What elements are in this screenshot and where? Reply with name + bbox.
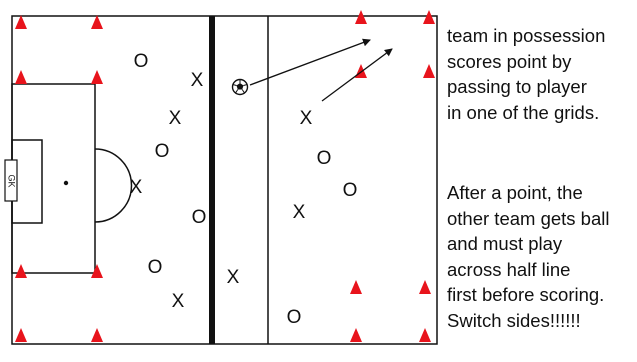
penalty-arc: [94, 148, 133, 223]
goal: [4, 159, 18, 202]
cone: [15, 264, 27, 278]
player-team-x: X: [130, 177, 143, 198]
instruction-line: passing to player: [447, 76, 587, 97]
instruction-line: After a point, the: [447, 182, 583, 203]
player-team-o: O: [192, 207, 207, 228]
instructions-scoring: team in possession scores point by passi…: [447, 23, 605, 125]
instruction-line: first before scoring.: [447, 284, 605, 305]
player-team-x: X: [172, 291, 185, 312]
cone: [350, 328, 362, 342]
player-team-x: X: [191, 70, 204, 91]
instruction-line: Switch sides!!!!!!: [447, 309, 581, 331]
cone: [91, 70, 103, 84]
player-team-x: X: [227, 267, 240, 288]
instruction-line: and must play: [447, 233, 563, 254]
cone: [355, 10, 367, 24]
pass-arrow: [249, 38, 371, 86]
penalty-area: [11, 83, 96, 274]
cone: [423, 10, 435, 24]
player-team-x: X: [300, 108, 313, 129]
cone: [91, 264, 103, 278]
cones: [15, 10, 435, 342]
cone: [419, 280, 431, 294]
pass-arrow: [321, 48, 393, 102]
instructions-restart: After a point, the other team gets ball …: [447, 180, 609, 333]
player-team-o: O: [287, 307, 302, 328]
player-team-x: X: [293, 202, 306, 223]
cone: [15, 15, 27, 29]
cone: [350, 280, 362, 294]
cone: [91, 328, 103, 342]
player-team-o: O: [317, 148, 332, 169]
field-outline: [11, 15, 438, 345]
player-team-x: X: [169, 108, 182, 129]
player-team-o: O: [134, 51, 149, 72]
cone: [423, 64, 435, 78]
instruction-line: across half line: [447, 258, 571, 280]
cone: [15, 70, 27, 84]
soccer-ball-icon: [231, 78, 249, 96]
player-team-o: O: [148, 257, 163, 278]
cone: [15, 328, 27, 342]
instruction-line: other team gets ball: [447, 207, 610, 229]
instruction-line: in one of the grids.: [447, 101, 600, 123]
cone: [91, 15, 103, 29]
instruction-line: team in possession: [447, 25, 606, 46]
player-team-o: O: [155, 141, 170, 162]
goalkeeper-label: GK: [7, 174, 17, 187]
penalty-spot: [63, 180, 69, 186]
player-team-o: O: [343, 180, 358, 201]
instruction-line: scores point by: [447, 50, 572, 72]
cone: [419, 328, 431, 342]
